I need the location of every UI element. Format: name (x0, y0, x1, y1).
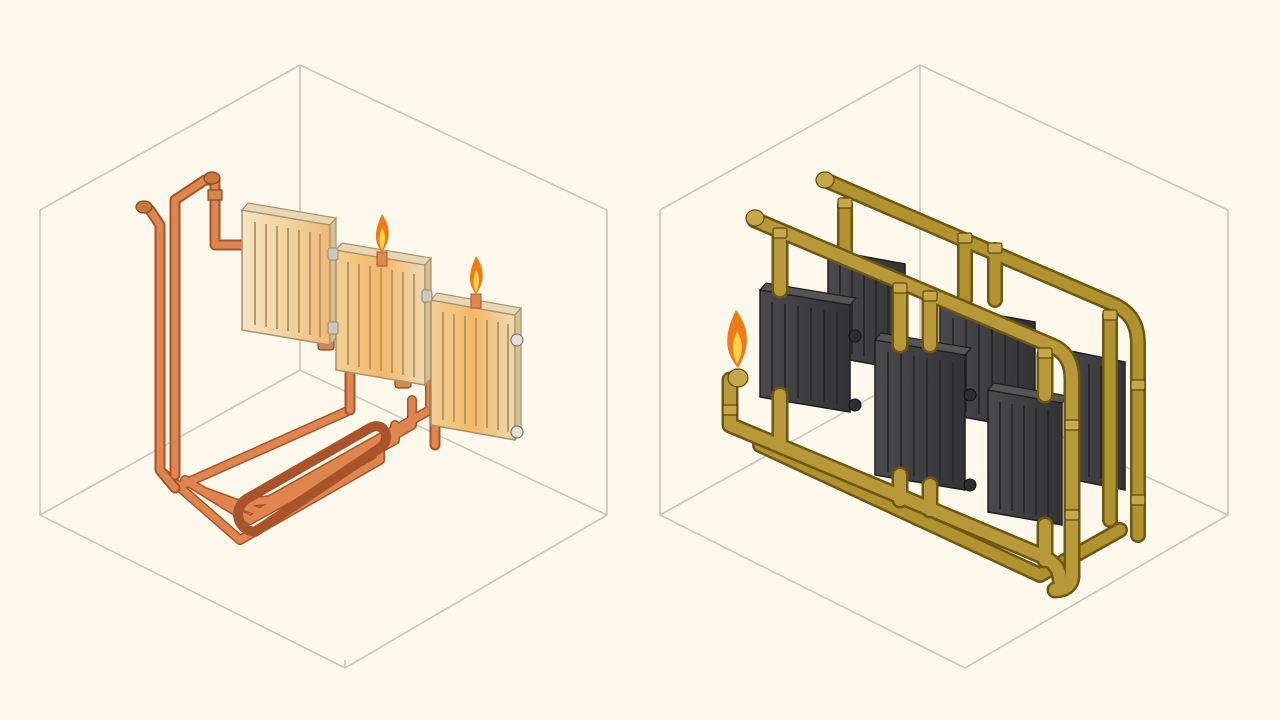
flame-icon (727, 310, 747, 368)
flame-icon (469, 256, 483, 309)
valve-icon (510, 425, 524, 439)
valve-icon (510, 333, 524, 347)
flame-icon (375, 214, 389, 267)
brass-pipes-back (752, 172, 1146, 583)
black-radiator-front-2 (873, 332, 977, 492)
radiator-couplings (327, 247, 433, 335)
room-outline-left (39, 64, 608, 669)
brass-pipes-front (721, 211, 1081, 599)
brass-system-panel (659, 64, 1229, 669)
copper-floor-loops (155, 380, 435, 545)
cream-radiator-3 (429, 292, 524, 442)
brass-fittings (722, 171, 1146, 521)
black-radiator-front-3 (986, 382, 1070, 526)
copper-system-panel (39, 64, 608, 669)
cream-radiator-1 (240, 202, 338, 347)
